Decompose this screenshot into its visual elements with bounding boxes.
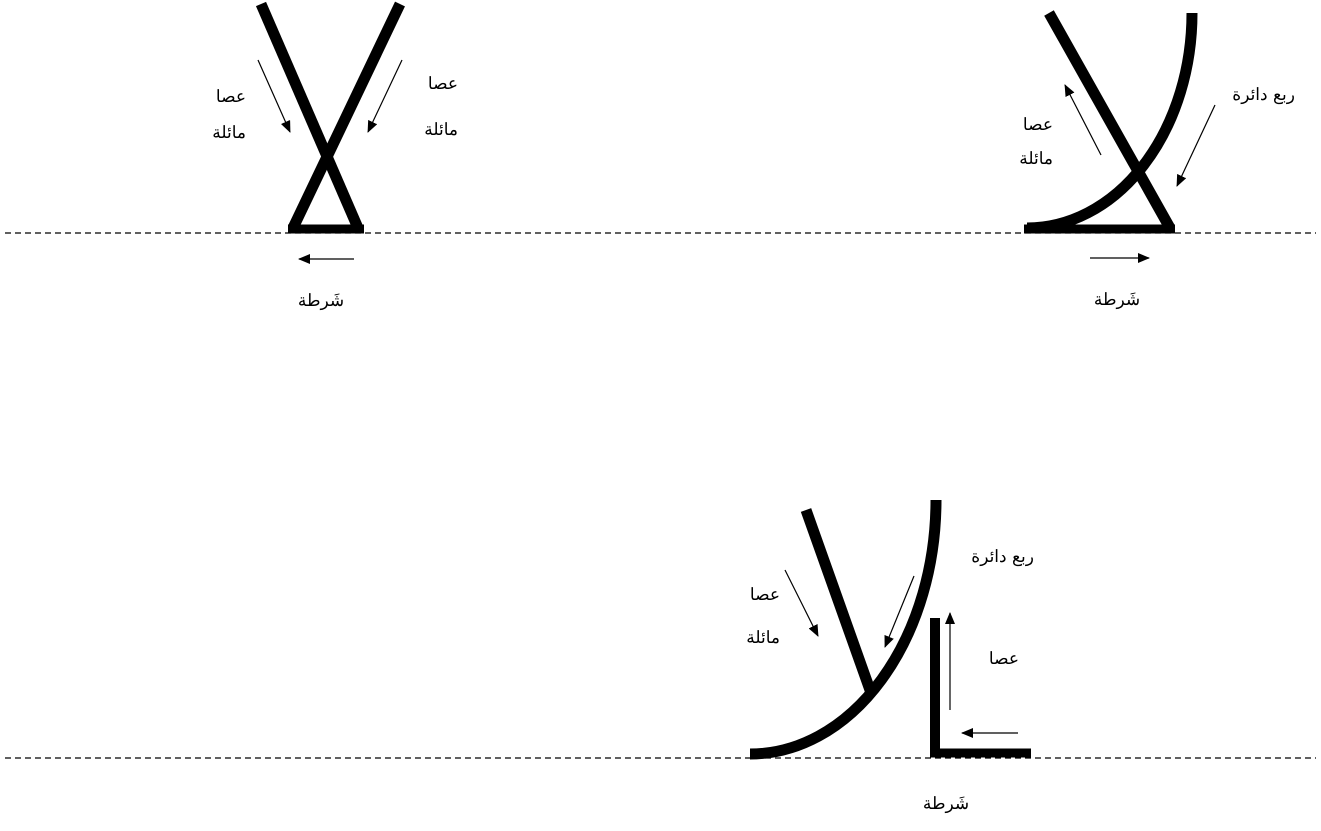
- figure-1-slanted-rod-right: [288, 1, 405, 231]
- figure-1-slanted-rod-right-label-line1: عصا: [427, 74, 458, 94]
- figure-1-pointer-arrow-right: [367, 59, 403, 133]
- figure-1: [255, 1, 405, 264]
- figure-2-slanted-rod-label-line2: مائلة: [1019, 149, 1053, 169]
- figure-3-quarter-circle-label: ربع دائرة: [971, 547, 1034, 567]
- figure-3-strip-label: شَرطة: [922, 794, 970, 814]
- figure-3-slanted-rod: [800, 508, 876, 692]
- figure-3: [749, 499, 1031, 760]
- figure-2-pointer-arrow-quarter: [1176, 104, 1216, 187]
- figure-1-slanted-rod-right-label-line2: مائلة: [424, 120, 458, 140]
- figure-3-pointer-arrow-slanted: [784, 569, 819, 637]
- figure-3-slanted-rod-label-line2: مائلة: [746, 628, 780, 648]
- figure-3-quarter-circle: [749, 499, 942, 760]
- figure-1-slanted-rod-left: [255, 1, 364, 231]
- figure-1-pointer-arrow-left: [257, 59, 291, 133]
- figure-3-slanted-rod-label-line1: عصا: [749, 585, 780, 605]
- figure-1-slanted-rod-left-label-line1: عصا: [215, 87, 246, 107]
- figure-2-quarter-circle: [1026, 12, 1198, 234]
- figure-2-strip-label: شَرطة: [1093, 290, 1141, 310]
- figure-2-quarter-circle-label: ربع دائرة: [1232, 85, 1295, 105]
- figure-3-rod-label: عصا: [988, 649, 1019, 669]
- figure-2-slanted-rod: [1044, 10, 1175, 231]
- figure-1-strip-label: شَرطة: [297, 291, 345, 311]
- figure-2-pointer-arrow-rod: [1064, 84, 1102, 156]
- figure-2: [1024, 10, 1216, 263]
- figure-1-slanted-rod-left-label-line2: مائلة: [212, 123, 246, 143]
- figure-3-pointer-arrow-quarter: [884, 575, 915, 648]
- figure-2-slanted-rod-label-line1: عصا: [1022, 115, 1053, 135]
